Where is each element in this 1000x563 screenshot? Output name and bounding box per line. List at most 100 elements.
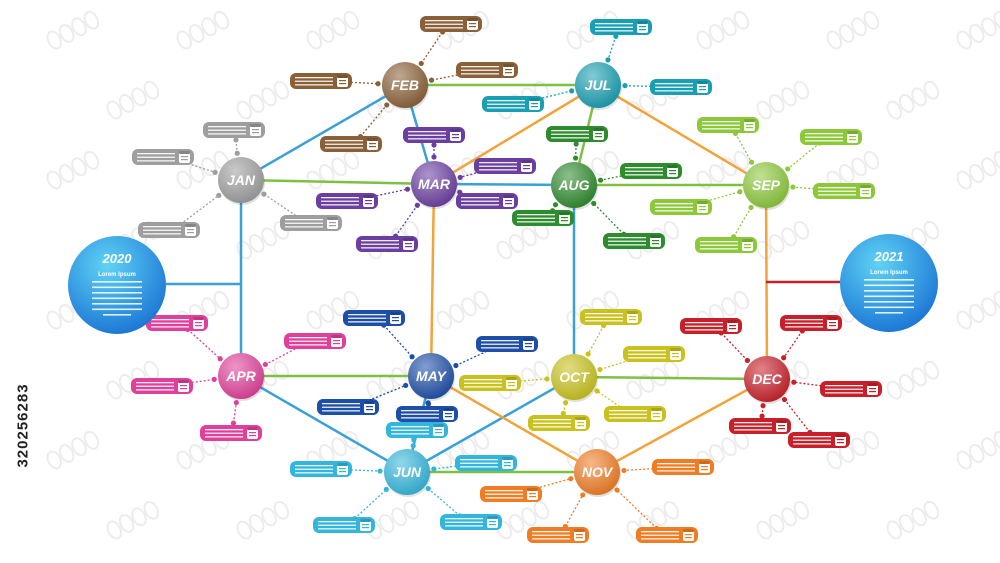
month-label-nov: NOV	[582, 464, 614, 480]
callout-jun-43	[386, 422, 448, 449]
month-node-feb: FEB	[382, 62, 429, 110]
month-label-feb: FEB	[391, 77, 419, 93]
callout-jul-15	[622, 79, 712, 95]
year-2020-heading: Lorem Ipsum	[98, 272, 136, 278]
month-node-jul: JUL	[575, 62, 622, 110]
callout-nov-49	[480, 476, 574, 502]
month-label-oct: OCT	[559, 369, 590, 385]
callout-jul-14	[482, 88, 575, 112]
edge-nov-dec	[596, 377, 768, 474]
callout-jun-44	[290, 461, 383, 477]
edge-jun-oct	[406, 375, 575, 474]
callout-aug-18	[512, 202, 574, 226]
month-node-mar: MAR	[411, 161, 458, 209]
connection-lines	[166, 83, 840, 474]
month-label-jan: JAN	[227, 172, 256, 188]
callout-jul-13	[590, 19, 652, 63]
edge-jan-feb	[240, 83, 406, 182]
callout-jun-45	[431, 455, 517, 472]
callout-nov-51	[614, 487, 698, 543]
callout-feb-7	[428, 62, 518, 83]
month-node-may: MAY	[408, 353, 455, 401]
edge-may-nov	[430, 374, 598, 474]
edge-mar-aug	[433, 182, 575, 187]
callout-dec-42	[781, 396, 850, 448]
callout-nov-50	[527, 492, 589, 543]
callout-jun-47	[425, 486, 502, 530]
callout-apr-27	[200, 399, 262, 441]
callout-oct-36	[528, 400, 590, 431]
month-node-oct: OCT	[551, 354, 598, 402]
callout-apr-28	[262, 333, 346, 368]
callout-aug-19	[591, 200, 665, 249]
year-2021-node: 2021 Lorem Ipsum	[840, 234, 938, 332]
callout-jan-2	[138, 192, 222, 238]
stock-id-label: 320256283	[8, 322, 32, 532]
callout-dec-39	[780, 315, 842, 361]
edge-oct-dec	[573, 375, 768, 381]
callout-sep-20	[697, 117, 759, 165]
month-label-aug: AUG	[557, 177, 589, 193]
year-2020-text-lines	[92, 281, 142, 316]
callout-apr-26	[131, 376, 217, 394]
callout-dec-40	[791, 379, 882, 397]
callout-mar-9	[316, 186, 411, 209]
month-label-jul: JUL	[585, 77, 611, 93]
edge-apr-jun	[240, 374, 408, 474]
edge-mar-may	[429, 183, 436, 377]
callout-dec-38	[680, 318, 750, 364]
callout-may-31	[317, 382, 409, 415]
month-label-sep: SEP	[752, 177, 781, 193]
year-circles: 2020 Lorem Ipsum 2021 Lorem Ipsum	[68, 234, 938, 334]
callout-sep-24	[695, 204, 757, 253]
callout-apr-25	[146, 315, 223, 362]
callout-sep-21	[785, 129, 862, 172]
callout-oct-37	[594, 388, 666, 422]
month-node-jan: JAN	[218, 157, 265, 205]
stock-id-text: 320256283	[14, 383, 32, 468]
month-node-aug: AUG	[551, 162, 598, 210]
callout-nov-48	[621, 459, 714, 475]
edge-jul-sep	[597, 83, 767, 187]
callout-dec-41	[729, 403, 791, 434]
callout-feb-6	[418, 16, 482, 67]
callout-may-32	[396, 400, 458, 422]
month-label-jun: JUN	[393, 464, 422, 480]
callout-sep-23	[790, 183, 875, 199]
year-2021-title: 2021	[874, 249, 904, 264]
callout-sep-22	[650, 189, 743, 215]
callout-jun-46	[313, 486, 389, 533]
event-callouts	[131, 16, 882, 543]
callout-oct-33	[580, 309, 642, 357]
callout-mar-10	[356, 202, 420, 252]
month-node-jun: JUN	[384, 449, 431, 497]
callout-aug-17	[597, 163, 682, 183]
callout-feb-5	[320, 102, 390, 152]
year-2021-heading: Lorem Ipsum	[870, 270, 908, 276]
year-2021-text-lines	[864, 279, 914, 314]
month-node-apr: APR	[218, 353, 265, 401]
callout-feb-4	[290, 73, 381, 89]
month-node-dec: DEC	[744, 356, 791, 404]
callout-mar-12	[456, 189, 518, 209]
callout-oct-35	[459, 375, 550, 391]
callout-may-30	[453, 336, 538, 369]
edge-mar-jul	[433, 83, 599, 186]
month-node-sep: SEP	[743, 162, 790, 210]
year-2020-node: 2020 Lorem Ipsum	[68, 236, 166, 334]
callout-may-29	[343, 310, 415, 360]
month-label-apr: APR	[225, 368, 256, 384]
callout-jan-0	[203, 122, 265, 156]
callout-oct-34	[597, 346, 685, 373]
month-node-nov: NOV	[574, 449, 621, 497]
callout-jan-3	[261, 191, 342, 231]
year-2020-title: 2020	[102, 251, 133, 266]
callout-jan-1	[132, 149, 218, 175]
callout-mar-8	[403, 127, 465, 160]
callout-aug-16	[546, 126, 608, 161]
month-label-dec: DEC	[752, 371, 782, 387]
edge-jan-mar	[240, 178, 435, 186]
month-label-mar: MAR	[418, 176, 451, 192]
